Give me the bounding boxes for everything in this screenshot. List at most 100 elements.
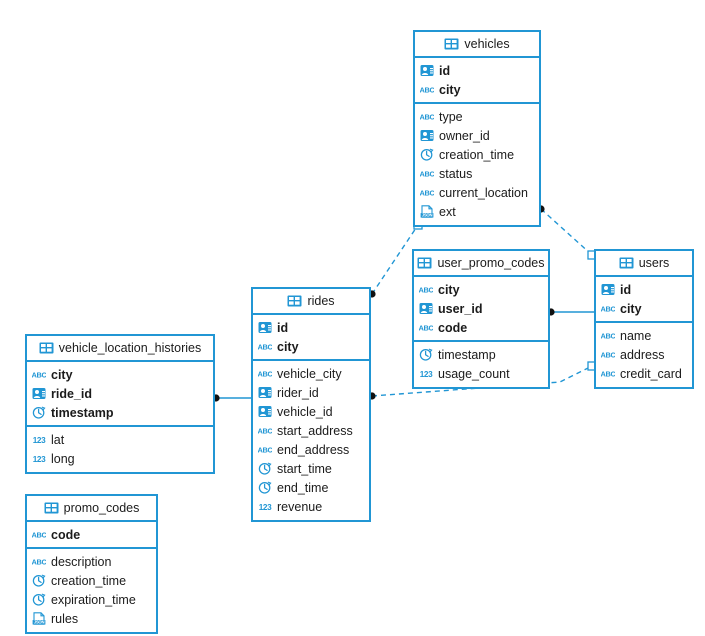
svg-text:ABC: ABC [419,286,433,295]
column-vehicles-owner_id[interactable]: owner_id [415,126,539,145]
column-label: code [51,527,81,542]
column-vehicle_location_histories-city[interactable]: ABC city [27,365,213,384]
column-rides-vehicle_id[interactable]: vehicle_id [253,402,369,421]
abc-icon: ABC [601,302,615,315]
svg-text:123: 123 [33,455,46,464]
column-label: start_address [277,423,353,438]
column-rides-rider_id[interactable]: rider_id [253,383,369,402]
column-rides-start_address[interactable]: ABC start_address [253,421,369,440]
column-promo_codes-description[interactable]: ABC description [27,552,156,571]
column-vehicles-id[interactable]: id [415,61,539,80]
number-icon: 123 [32,452,46,465]
column-users-city[interactable]: ABC city [596,299,692,318]
column-label: end_time [277,480,329,495]
abc-icon: ABC [420,186,434,199]
entity-header-users[interactable]: users [596,251,692,277]
column-vehicle_location_histories-long[interactable]: 123 long [27,449,213,468]
abc-icon: ABC [419,321,433,334]
number-icon: 123 [32,433,46,446]
column-rides-start_time[interactable]: start_time [253,459,369,478]
key-icon [258,321,272,334]
column-label: address [620,347,665,362]
column-promo_codes-expiration_time[interactable]: expiration_time [27,590,156,609]
abc-icon: ABC [32,528,46,541]
relationship-rel-upc-users[interactable] [547,308,594,316]
column-promo_codes-creation_time[interactable]: creation_time [27,571,156,590]
abc-icon: ABC [32,368,46,381]
entity-header-user_promo_codes[interactable]: user_promo_codes [414,251,548,277]
svg-text:ABC: ABC [258,343,272,352]
column-label: description [51,554,112,569]
column-vehicles-creation_time[interactable]: creation_time [415,145,539,164]
entity-header-rides[interactable]: rides [253,289,369,315]
column-users-id[interactable]: id [596,280,692,299]
svg-text:ABC: ABC [601,351,615,360]
column-rides-id[interactable]: id [253,318,369,337]
column-label: long [51,451,75,466]
table-icon [417,257,432,269]
entity-title: vehicles [464,37,510,51]
column-user_promo_codes-timestamp[interactable]: timestamp [414,345,548,364]
primary-key-section: ABC code [27,522,156,549]
key-icon [258,405,272,418]
column-label: city [51,367,73,382]
json-icon: JSON [32,612,46,625]
svg-text:ABC: ABC [258,427,272,436]
column-users-address[interactable]: ABC address [596,345,692,364]
column-promo_codes-code[interactable]: ABC code [27,525,156,544]
relationship-rel-vlh-rides[interactable] [212,394,251,402]
clock-icon [32,574,46,587]
column-label: id [439,63,451,78]
column-label: code [438,320,468,335]
svg-text:ABC: ABC [601,370,615,379]
column-label: id [277,320,289,335]
column-label: ride_id [51,386,92,401]
table-icon [444,38,459,50]
column-user_promo_codes-code[interactable]: ABC code [414,318,548,337]
column-label: revenue [277,499,323,514]
clock-icon [258,481,272,494]
clock-icon [419,348,433,361]
clock-icon [420,148,434,161]
column-label: start_time [277,461,332,476]
column-vehicle_location_histories-ride_id[interactable]: ride_id [27,384,213,403]
entity-header-vehicles[interactable]: vehicles [415,32,539,58]
abc-icon: ABC [258,443,272,456]
svg-text:ABC: ABC [420,113,434,122]
abc-icon: ABC [601,329,615,342]
column-vehicle_location_histories-timestamp[interactable]: timestamp [27,403,213,422]
entity-header-promo_codes[interactable]: promo_codes [27,496,156,522]
column-user_promo_codes-user_id[interactable]: user_id [414,299,548,318]
clock-icon [32,593,46,606]
column-rides-end_time[interactable]: end_time [253,478,369,497]
column-label: city [620,301,642,316]
column-label: type [439,109,463,124]
svg-text:ABC: ABC [32,558,46,567]
entity-header-vehicle_location_histories[interactable]: vehicle_location_histories [27,336,213,362]
column-vehicles-type[interactable]: ABC type [415,107,539,126]
entity-title: vehicle_location_histories [58,341,202,355]
